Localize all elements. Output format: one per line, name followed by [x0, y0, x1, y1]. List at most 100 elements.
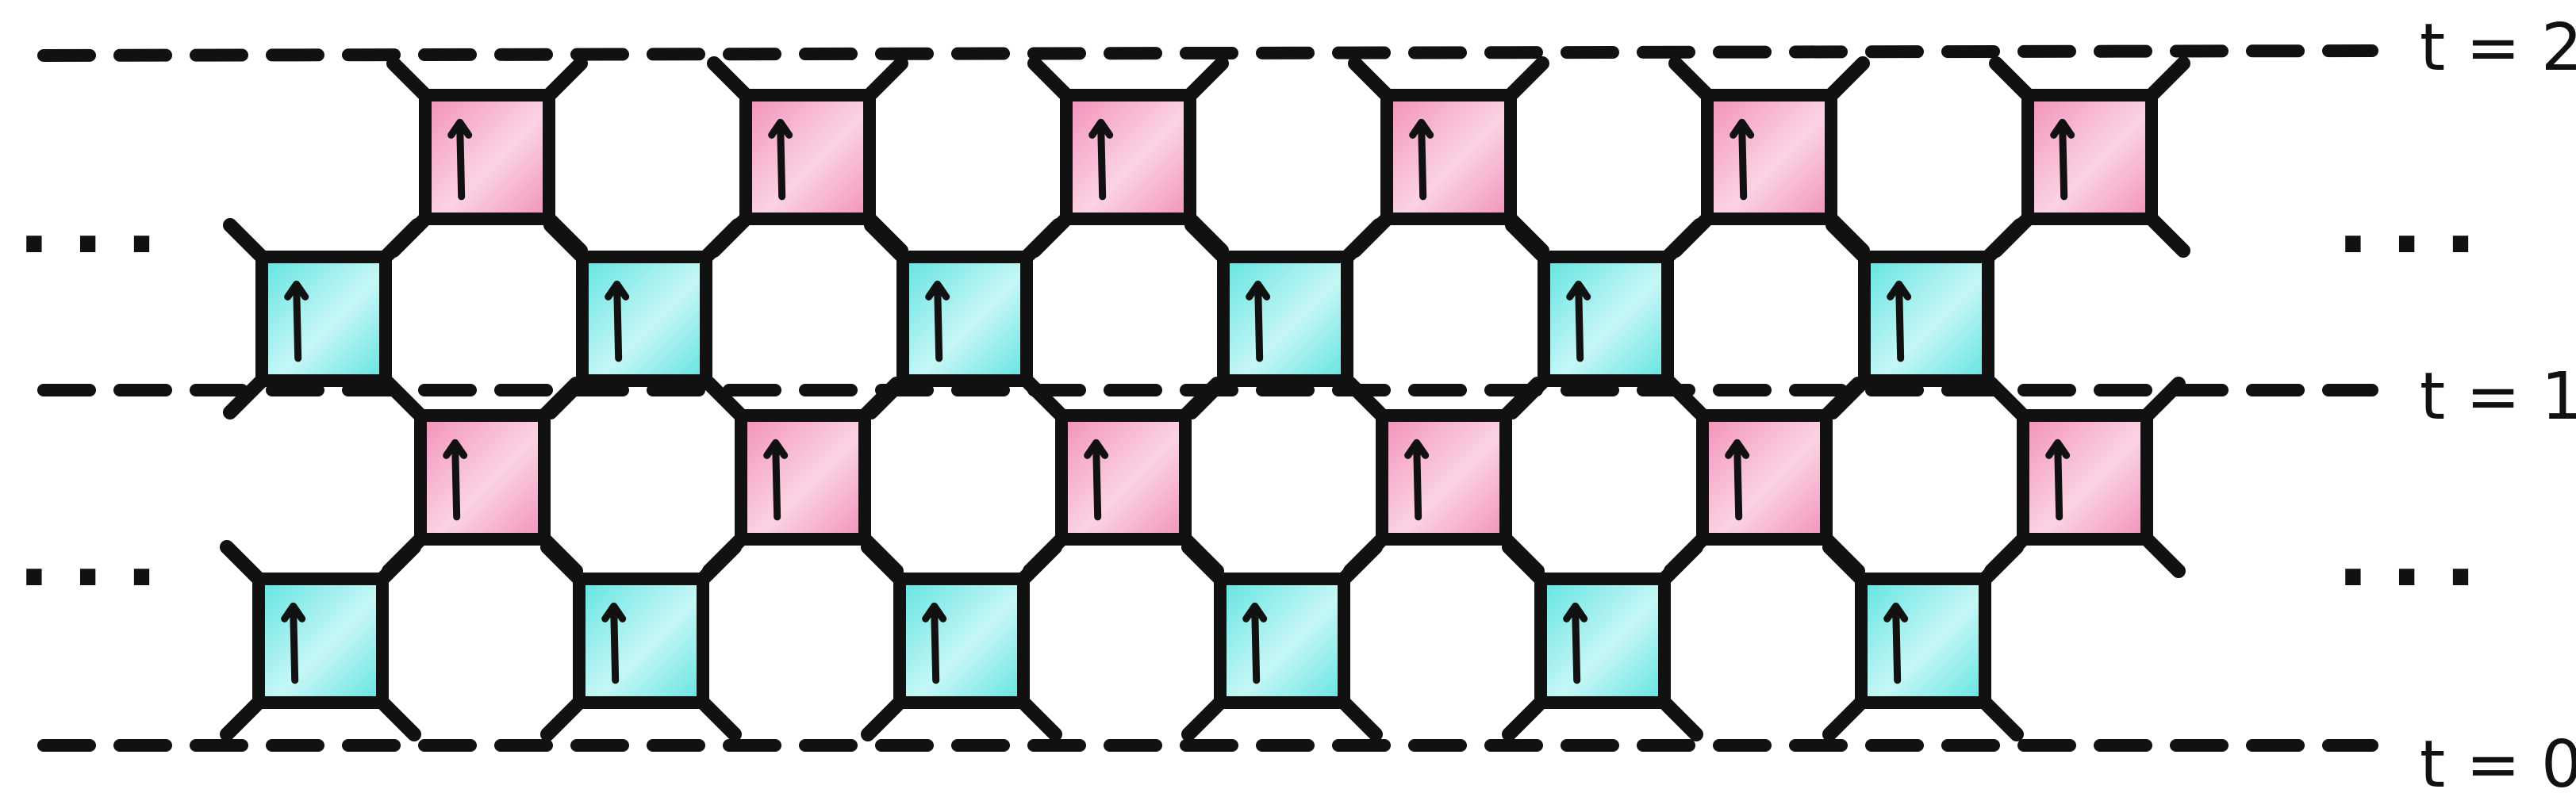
gate-box: [573, 573, 709, 709]
gate-leg: [542, 56, 588, 102]
up-arrow-head-icon: [922, 602, 947, 622]
gate-leg: [378, 218, 424, 264]
gate-leg: [1989, 56, 2035, 102]
gate-leg: [1348, 56, 1394, 102]
gate-box: [739, 89, 876, 225]
gate-box: [1214, 573, 1350, 709]
gate-leg: [1978, 695, 2024, 741]
gate-box: [896, 251, 1033, 387]
gate-leg: [1183, 56, 1229, 102]
gate-lower-second-4: [1376, 409, 1512, 546]
up-arrow-head-icon: [447, 118, 473, 139]
up-arrow-icon: [1892, 605, 1902, 684]
continuation-ellipses: ... ... ... ...: [17, 171, 2477, 606]
gate-upper-first-5: [1538, 251, 1674, 387]
up-arrow-icon: [1572, 605, 1581, 684]
gate-leg: [220, 540, 266, 586]
gate-leg: [537, 377, 583, 423]
gate-box: [1858, 251, 1994, 387]
gate-box: [893, 573, 1030, 709]
up-arrow-head-icon: [1566, 280, 1591, 301]
gate-leg: [1016, 695, 1062, 741]
gate-upper-first-6: [1858, 251, 1994, 387]
gate-upper-second-4: [1380, 89, 1517, 225]
gate-lower-first-4: [1214, 573, 1350, 709]
up-arrow-icon: [290, 605, 299, 684]
time-label-0: t = 0: [2420, 727, 2576, 802]
gate-leg: [864, 218, 910, 264]
up-arrow-icon: [1413, 442, 1422, 521]
up-arrow-head-icon: [284, 280, 309, 301]
up-arrow-head-icon: [2045, 439, 2071, 459]
gate-lower-second-1: [414, 409, 551, 546]
gate-leg: [2140, 377, 2186, 423]
gate-box: [255, 251, 392, 387]
gate-lower-first-5: [1534, 573, 1671, 709]
gate-upper-first-2: [576, 251, 712, 387]
gate-lower-first-1: [252, 573, 389, 709]
up-arrow-head-icon: [1242, 602, 1268, 622]
gate-box: [735, 409, 871, 546]
gate-box: [1217, 251, 1353, 387]
gate-leg: [861, 695, 907, 741]
gate-leg: [1822, 695, 1868, 741]
gate-box: [1855, 573, 1991, 709]
gate-box: [1376, 409, 1512, 546]
gate-upper-second-6: [2021, 89, 2158, 225]
up-arrow-head-icon: [2050, 118, 2075, 139]
up-arrow-icon: [451, 442, 461, 521]
gate-leg: [1016, 540, 1062, 586]
up-arrow-head-icon: [1725, 439, 1750, 459]
gate-upper-second-2: [739, 89, 876, 225]
ellipsis-left-lower: ...: [17, 504, 179, 606]
up-arrow-icon: [772, 442, 781, 521]
gate-box: [414, 409, 551, 546]
gate-lower-second-3: [1055, 409, 1192, 546]
up-arrow-icon: [2059, 121, 2068, 201]
gate-leg: [1824, 56, 1870, 102]
time-slice-line-2: [37, 44, 2378, 62]
gate-box: [1060, 89, 1196, 225]
gate-leg: [1337, 695, 1383, 741]
up-arrow-icon: [931, 605, 940, 684]
up-arrow-icon: [1733, 442, 1743, 521]
up-arrow-icon: [934, 283, 943, 362]
up-arrow-icon: [777, 121, 786, 201]
gate-box: [1696, 409, 1833, 546]
up-arrow-icon: [2054, 442, 2063, 521]
gate-lower-second-5: [1696, 409, 1833, 546]
up-arrow-head-icon: [281, 602, 306, 622]
gate-lower-first-6: [1855, 573, 1991, 709]
gate-leg: [861, 540, 907, 586]
gate-lower-second-2: [735, 409, 871, 546]
gate-leg: [1340, 218, 1386, 264]
gate-box: [252, 573, 389, 709]
time-label-2: t = 2: [2420, 10, 2576, 86]
gate-leg: [1984, 377, 2030, 423]
up-arrow-head-icon: [1729, 118, 1755, 139]
gate-leg: [1825, 218, 1872, 264]
up-arrow-head-icon: [1883, 602, 1909, 622]
gate-box: [419, 89, 555, 225]
gate-layer: [252, 89, 2158, 709]
gate-upper-first-4: [1217, 251, 1353, 387]
gate-legs: [220, 56, 2190, 741]
up-arrow-head-icon: [443, 439, 468, 459]
up-arrow-head-icon: [605, 280, 630, 301]
gate-leg: [1184, 218, 1230, 264]
up-arrow-icon: [1097, 121, 1107, 201]
up-arrow-head-icon: [601, 602, 627, 622]
gate-leg: [862, 56, 908, 102]
gate-leg: [382, 377, 428, 423]
up-arrow-head-icon: [925, 280, 950, 301]
up-arrow-head-icon: [1563, 602, 1588, 622]
gate-leg: [1664, 377, 1710, 423]
up-arrow-icon: [1575, 283, 1584, 362]
gate-lower-second-6: [2017, 409, 2153, 546]
time-labels: t = 2 t = 1 t = 0: [2420, 10, 2576, 802]
gate-leg: [858, 377, 904, 423]
up-arrow-head-icon: [1887, 280, 1912, 301]
gate-leg: [2140, 532, 2186, 578]
up-arrow-icon: [1251, 605, 1261, 684]
gate-leg: [1499, 377, 1545, 423]
